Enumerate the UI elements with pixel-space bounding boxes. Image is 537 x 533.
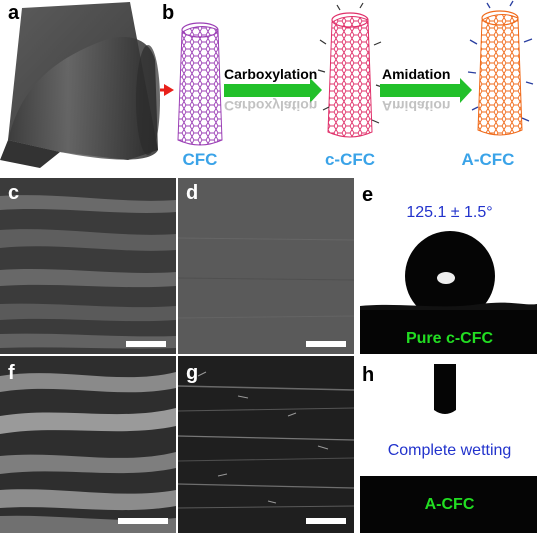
needle-droplet: [434, 364, 456, 414]
panel-a: [0, 0, 160, 172]
caption-cfc: CFC: [182, 150, 218, 169]
complete-wetting-label: Complete wetting: [387, 442, 512, 459]
scale-bar-c: [126, 341, 166, 347]
sem-fibers-f: [0, 356, 176, 533]
sem-image-c: [0, 178, 176, 354]
panel-label-h: h: [362, 364, 375, 386]
step-amidation-label: Amidation: [382, 66, 451, 82]
step-amidation-reflection: Amidation: [382, 98, 451, 114]
panel-label-a: a: [8, 2, 20, 24]
substrate-a-cfc: [360, 476, 537, 533]
contact-angle-value: 125.1 ± 1.5°: [406, 204, 493, 221]
sem-image-f: [0, 356, 176, 533]
caption-a-cfc: A-CFC: [461, 150, 515, 169]
ccfc-nanotube: [317, 2, 383, 138]
droplet-image: [360, 231, 537, 354]
sem-image-g: [178, 356, 354, 533]
panel-label-d: d: [186, 182, 199, 204]
droplet-highlight: [437, 272, 455, 284]
step-carboxylation-label: Carboxylation: [224, 66, 318, 82]
reaction-scheme: [160, 0, 534, 146]
wetting-image: [360, 364, 537, 533]
step-carboxylation-reflection: Carboxylation: [224, 98, 318, 114]
scale-bar-d: [306, 341, 346, 347]
carbon-cloth-photo: [0, 2, 160, 168]
panel-label-b: b: [162, 2, 175, 24]
panel-label-c: c: [8, 182, 20, 204]
caption-c-cfc: c-CFC: [324, 150, 376, 169]
acfc-nanotube: [467, 0, 534, 136]
scale-bar-f: [118, 518, 168, 524]
green-arrow-1-head: [310, 78, 322, 103]
panel-label-e: e: [362, 184, 374, 206]
green-arrow-2-head: [460, 78, 472, 103]
sem-surface-d: [178, 178, 354, 354]
substrate-c-cfc: [360, 306, 537, 354]
green-arrow-1: [224, 84, 310, 97]
scale-bar-g: [306, 518, 346, 524]
label-a-cfc: A-CFC: [424, 496, 475, 513]
cfc-nanotube: [177, 22, 223, 146]
label-pure-c-cfc: Pure c-CFC: [405, 330, 494, 347]
sem-fibers-c: [0, 178, 176, 354]
panel-label-g: g: [186, 362, 199, 384]
red-arrow-head: [164, 84, 174, 96]
sem-surface-g: [178, 356, 354, 533]
green-arrow-2: [380, 84, 460, 97]
sem-image-d: [178, 178, 354, 354]
panel-label-f: f: [8, 362, 15, 384]
